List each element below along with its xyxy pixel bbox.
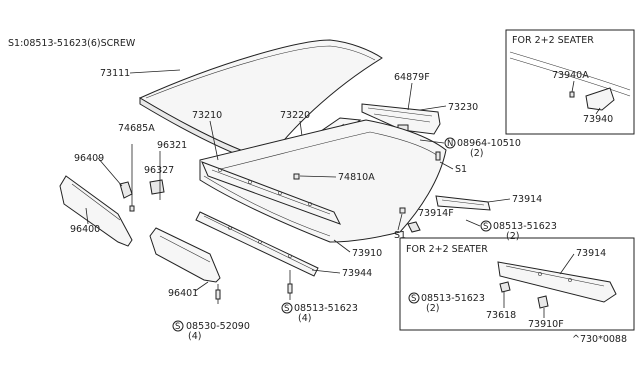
leader-08513-right — [465, 219, 481, 227]
leader-96409 — [97, 157, 123, 187]
clip-74810a[interactable] — [293, 173, 300, 180]
inset-top-roof-edge — [509, 51, 631, 91]
label-08513-right-qty: (2) — [506, 231, 519, 242]
headlining[interactable] — [199, 119, 447, 243]
leader-08964 — [419, 139, 445, 144]
label-73910: 73910 — [352, 248, 382, 259]
leader-s1-a — [439, 161, 454, 170]
label-96409: 96409 — [74, 153, 104, 164]
label-73220: 73220 — [280, 110, 310, 121]
roof-panel[interactable] — [138, 39, 383, 167]
inset-top-frame — [505, 29, 635, 135]
clip-74685a[interactable] — [129, 205, 135, 212]
leader-64879f — [407, 82, 413, 111]
label-08964-qty: (2) — [470, 148, 483, 159]
label-s1-b: S1 — [394, 230, 406, 241]
screw-08513-center[interactable]: S — [281, 302, 293, 314]
bolt-08964 — [435, 151, 441, 161]
label-73940a: 73940A — [552, 70, 589, 81]
label-08530-qty: (4) — [188, 331, 201, 342]
visor-holder-96327[interactable] — [149, 179, 165, 195]
leader-73944 — [311, 269, 341, 274]
leader-73210 — [209, 120, 219, 161]
label-73914: 73914 — [512, 194, 542, 205]
rear-trim-73914[interactable] — [435, 195, 491, 211]
leader-73230 — [419, 105, 447, 111]
label-74810a: 74810A — [338, 172, 375, 183]
leader-74810a — [299, 175, 337, 178]
leader-73940a — [571, 80, 575, 93]
label-73914-inset: 73914 — [576, 248, 606, 259]
screw-08530[interactable]: S — [172, 320, 184, 332]
symbol-s-08530: S — [175, 322, 180, 332]
label-96400: 96400 — [70, 224, 100, 235]
label-08530: 08530-52090 — [186, 321, 250, 332]
screw-note: S1:08513-51623(6)SCREW — [8, 38, 136, 49]
symbol-s-right: S — [483, 222, 488, 232]
symbol-n: N — [447, 139, 453, 149]
nut-08964[interactable]: N — [444, 137, 456, 149]
clip-73910f[interactable] — [537, 295, 549, 309]
trim-73940[interactable] — [585, 87, 615, 111]
label-96401: 96401 — [168, 288, 198, 299]
sun-visor-96400[interactable] — [59, 175, 133, 247]
symbol-s-center: S — [284, 304, 289, 314]
leader-96401 — [194, 281, 209, 292]
clip-73914f[interactable] — [407, 221, 421, 233]
leader-73111 — [129, 69, 181, 74]
screw-08513-right[interactable]: S — [480, 220, 492, 232]
leader-73220 — [299, 120, 303, 137]
label-08513-right: 08513-51623 — [493, 221, 557, 232]
label-73944: 73944 — [342, 268, 372, 279]
sun-visor-96401[interactable] — [149, 227, 221, 283]
label-08513-center: 08513-51623 — [294, 303, 358, 314]
inset-bottom-frame — [399, 237, 635, 331]
label-73210: 73210 — [192, 110, 222, 121]
label-73111: 73111 — [100, 68, 130, 79]
label-73618: 73618 — [486, 310, 516, 321]
inset-bottom-title: FOR 2+2 SEATER — [406, 244, 488, 255]
clip-73940a[interactable] — [569, 91, 575, 98]
leader-73914-inset — [559, 253, 575, 275]
label-s1-a: S1 — [455, 164, 467, 175]
leader-s1-b — [397, 213, 403, 231]
label-73940: 73940 — [583, 114, 613, 125]
clip-73618[interactable] — [499, 281, 511, 293]
label-08513-inset-qty: (2) — [426, 303, 439, 314]
label-08964: 08964-10510 — [457, 138, 521, 149]
label-73914f: 73914F — [418, 208, 454, 219]
screw-08513-inset[interactable]: S — [408, 292, 420, 304]
front-trim-73944[interactable] — [195, 211, 319, 277]
leader-73914 — [487, 198, 511, 203]
symbol-s-inset: S — [411, 294, 416, 304]
leader-73940 — [595, 107, 601, 115]
label-96321: 96321 — [157, 140, 187, 151]
label-73910f: 73910F — [528, 319, 564, 330]
bracket-96409[interactable] — [119, 181, 133, 199]
label-08513-inset: 08513-51623 — [421, 293, 485, 304]
label-73230: 73230 — [448, 102, 478, 113]
rear-trim-inset[interactable] — [497, 261, 617, 303]
front-header[interactable] — [201, 161, 342, 225]
label-08513-center-qty: (4) — [298, 313, 311, 324]
footer-code: ^730*0088 — [572, 334, 627, 345]
inset-top-title: FOR 2+2 SEATER — [512, 35, 594, 46]
leader-96400 — [85, 207, 89, 225]
inset-top-roof-edge2 — [509, 57, 631, 97]
bolt-08530 — [215, 289, 221, 300]
label-74685a: 74685A — [118, 123, 155, 134]
label-64879f: 64879F — [394, 72, 430, 83]
bolt-08513-center — [287, 283, 293, 294]
screw-s1-b — [399, 207, 406, 214]
label-96327: 96327 — [144, 165, 174, 176]
leader-73910 — [333, 239, 351, 253]
